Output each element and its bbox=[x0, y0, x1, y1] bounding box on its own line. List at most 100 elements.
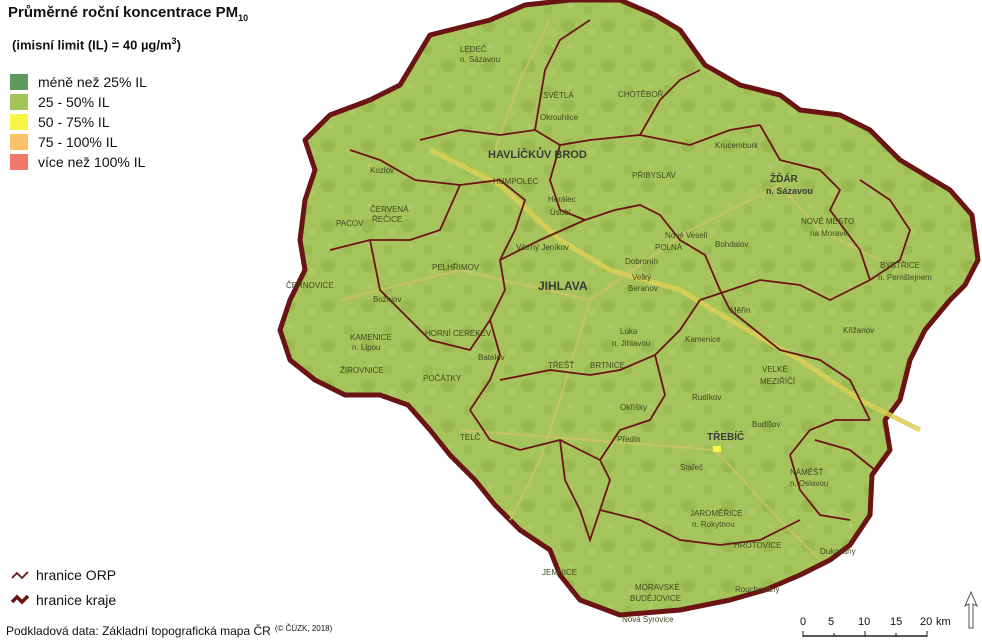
label-okrouhlice: Okrouhlice bbox=[540, 113, 579, 122]
scale-tick-5: 5 bbox=[828, 616, 835, 628]
label-polna: POLNÁ bbox=[655, 243, 683, 252]
label-batelov: Batelov bbox=[478, 353, 505, 362]
orp-border-label: hranice ORP bbox=[36, 566, 117, 583]
legend-label: méně než 25% IL bbox=[38, 74, 147, 90]
scale-tick-15: 15 bbox=[890, 616, 903, 628]
label-nove-mesto-2: na Moravě bbox=[810, 229, 848, 238]
roads bbox=[339, 19, 881, 561]
label-usobi: Úsobí bbox=[550, 208, 572, 217]
label-bystrice-2: n. Pernštejnem bbox=[878, 273, 932, 282]
label-moravske: MORAVSKÉ bbox=[635, 583, 680, 592]
label-rudikov: Rudíkov bbox=[692, 393, 721, 402]
label-pelhrimov: PELHŘIMOV bbox=[432, 263, 480, 272]
label-prisylav: PŘIBYSLAV bbox=[632, 171, 677, 180]
label-humpolec: HUMPOLEC bbox=[493, 177, 539, 186]
region-fill bbox=[277, 0, 981, 618]
label-vetrny: Větrný Jeníkov bbox=[516, 243, 569, 252]
label-namest: NÁMĚŠŤ bbox=[790, 468, 823, 477]
label-merin: Měřín bbox=[730, 306, 750, 315]
legend-label: 25 - 50% IL bbox=[38, 94, 110, 110]
label-bohdalov: Bohdalov bbox=[715, 240, 748, 249]
label-bozejov: Božejov bbox=[373, 295, 401, 304]
label-cernovice: ČERNOVICE bbox=[286, 281, 334, 290]
scale-line bbox=[802, 631, 928, 637]
label-beranov: Beranov bbox=[628, 284, 658, 293]
highway bbox=[428, 147, 922, 433]
label-jemnice: JEMNICE bbox=[542, 568, 577, 577]
label-jaromerice-2: n. Rokytnou bbox=[692, 520, 735, 529]
scale-bar: 0 5 10 15 20 km bbox=[800, 612, 951, 642]
label-predin: Předín bbox=[617, 435, 641, 444]
legend-item: více než 100% IL bbox=[10, 152, 147, 172]
kraj-border-label: hranice kraje bbox=[36, 591, 117, 608]
label-dukovany: Dukovany bbox=[820, 547, 856, 556]
legend-item: 75 - 100% IL bbox=[10, 132, 147, 152]
kraj-border-symbol bbox=[10, 594, 30, 604]
label-rouchovany: Rouchovany bbox=[735, 585, 779, 594]
label-trebic: TŘEBÍČ bbox=[707, 430, 744, 443]
trebic-hotspot bbox=[713, 446, 721, 452]
label-cervena-2: ŘEČICE bbox=[372, 215, 402, 224]
legend-swatch bbox=[10, 134, 28, 150]
label-velke: VELKÉ bbox=[762, 365, 788, 374]
scale-tick-20: 20 bbox=[920, 616, 933, 628]
legend-item: 50 - 75% IL bbox=[10, 112, 147, 132]
legend-label: 50 - 75% IL bbox=[38, 114, 110, 130]
label-svetla: SVĚTLÁ bbox=[543, 91, 574, 100]
label-nova-syrovice: Nová Syrovice bbox=[622, 615, 674, 624]
label-krucemburk: Krucemburk bbox=[715, 141, 759, 150]
border-legend-orp: hranice ORP bbox=[10, 562, 116, 587]
label-velky: Velký bbox=[632, 273, 651, 282]
label-jaromerice: JAROMĚŘICE bbox=[690, 509, 742, 518]
map-subtitle: (imisní limit (IL) = 40 µg/m3) bbox=[12, 36, 181, 53]
label-moravske-2: BUDĚJOVICE bbox=[630, 594, 681, 603]
label-jihlava: JIHLAVA bbox=[538, 279, 588, 293]
legend-swatch bbox=[10, 94, 28, 110]
scale-tick-0: 0 bbox=[800, 616, 807, 628]
label-cervena: ČERVENÁ bbox=[370, 205, 409, 214]
label-zdar-2: n. Sázavou bbox=[766, 186, 813, 196]
label-kamenice-2: n. Lipou bbox=[352, 343, 380, 352]
label-luka: Luka bbox=[620, 327, 638, 336]
label-hrotovice: HROTOVICE bbox=[734, 541, 781, 550]
label-pacov: PACOV bbox=[336, 219, 364, 228]
map-title: Průměrné roční koncentrace PM10 bbox=[8, 4, 249, 23]
legend-swatch bbox=[10, 74, 28, 90]
label-kozlov: Kozlov bbox=[370, 166, 394, 175]
label-dobronin: Dobronín bbox=[625, 257, 658, 266]
label-starec: Stařeč bbox=[680, 463, 703, 472]
legend-item: 25 - 50% IL bbox=[10, 92, 147, 112]
label-havlickuv-brod: HAVLÍČKŮV BROD bbox=[488, 147, 587, 161]
label-chotebor: CHOTĚBOŘ bbox=[618, 90, 664, 99]
border-legend-kraj: hranice kraje bbox=[10, 587, 116, 612]
orp-borders bbox=[329, 19, 911, 546]
label-kamenice-jihl: Kamenice bbox=[685, 335, 721, 344]
label-pocatky: POČÁTKY bbox=[423, 374, 462, 383]
data-source-note: Podkladová data: Základní topografická m… bbox=[6, 624, 333, 638]
legend-item: méně než 25% IL bbox=[10, 72, 147, 92]
label-nove-veseli: Nové Veselí bbox=[665, 231, 708, 240]
scale-tick-10: 10 bbox=[858, 616, 871, 628]
label-trest: TŘEŠŤ bbox=[548, 361, 574, 370]
label-nove-mesto: NOVÉ MĚSTO bbox=[801, 217, 854, 226]
legend-swatch bbox=[10, 154, 28, 170]
label-krizanov: Křižanov bbox=[843, 326, 874, 335]
scale-unit: km bbox=[936, 616, 951, 628]
north-arrow-icon bbox=[964, 590, 978, 629]
label-namest-2: n. Oslavou bbox=[790, 479, 828, 488]
label-brtnice: BRTNICE bbox=[590, 361, 625, 370]
label-okrisky: Okříšky bbox=[620, 403, 647, 412]
region-map: LEDEČ n. Sázavou SVĚTLÁ CHOTĚBOŘ Krucemb… bbox=[277, 0, 981, 624]
label-kamenice: KAMENICE bbox=[350, 333, 392, 342]
label-telc: TELČ bbox=[460, 433, 481, 442]
label-horni-cerekev: HORNÍ CEREKEV bbox=[425, 329, 492, 338]
label-mezirici: MEZIŘÍČÍ bbox=[760, 377, 796, 386]
label-budisov: Budišov bbox=[752, 420, 780, 429]
label-bystrice: BYSTŘICE bbox=[880, 261, 920, 270]
legend-label: 75 - 100% IL bbox=[38, 134, 118, 150]
border-legend: hranice ORP hranice kraje bbox=[10, 562, 116, 612]
label-heralec: Herálec bbox=[548, 195, 576, 204]
orp-border-symbol bbox=[11, 570, 29, 579]
concentration-legend: méně než 25% IL 25 - 50% IL 50 - 75% IL 75 … bbox=[10, 72, 147, 172]
label-ledec-2: n. Sázavou bbox=[460, 55, 500, 64]
